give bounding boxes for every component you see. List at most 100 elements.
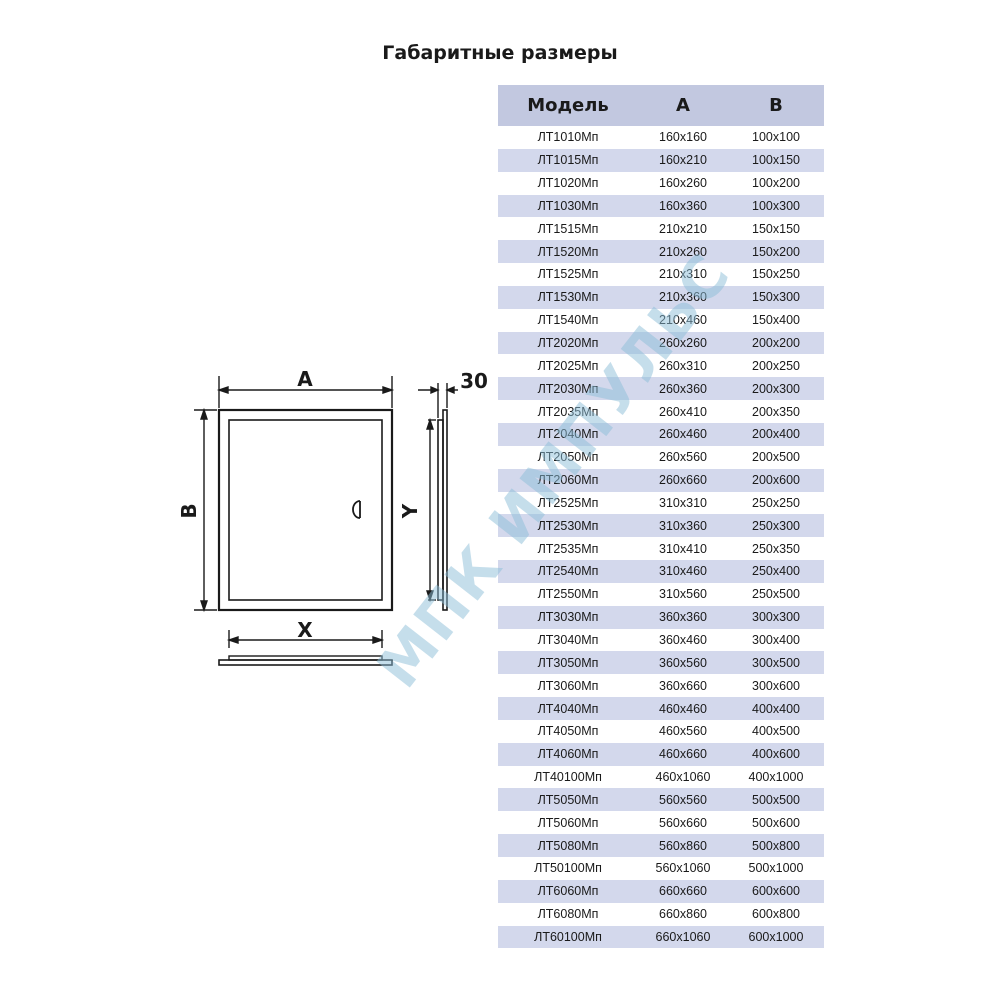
cell-b: 250x300 [752,518,800,533]
cell-a: 260x310 [659,358,707,373]
table-row: ЛТ2530Мп 310x360 250x300 [498,514,824,538]
cell-model: ЛТ4040Мп [537,701,599,716]
cell-model: ЛТ4050Мп [537,724,599,739]
cell-a: 310x560 [659,587,707,602]
cell-b: 500x500 [752,792,800,807]
cell-model: ЛТ2525Мп [537,495,599,510]
cell-model: ЛТ2035Мп [537,404,599,419]
dim-label-x: X [297,618,313,642]
cell-b: 500x1000 [748,861,804,876]
cell-a: 310x310 [659,495,707,510]
cell-model: ЛТ1540Мп [537,313,599,328]
cell-a: 360x460 [659,632,707,647]
cell-a: 210x360 [659,290,707,305]
cell-b: 200x250 [752,358,800,373]
cell-a: 260x410 [659,404,707,419]
cell-b: 100x200 [752,176,800,191]
cell-b: 400x600 [752,747,800,762]
dim-label-y: Y [398,503,422,519]
cell-b: 600x1000 [748,929,804,944]
cell-a: 360x360 [659,610,707,625]
cell-a: 260x660 [659,473,707,488]
cell-a: 310x360 [659,518,707,533]
cell-b: 250x400 [752,564,800,579]
cell-b: 250x500 [752,587,800,602]
cell-b: 200x600 [752,473,800,488]
cell-a: 210x460 [659,313,707,328]
cell-b: 250x250 [752,495,800,510]
cell-b: 150x150 [752,221,800,236]
cell-a: 210x310 [659,267,707,282]
cell-b: 250x350 [752,541,800,556]
cell-model: ЛТ5050Мп [537,792,599,807]
cell-b: 500x600 [752,815,800,830]
cell-model: ЛТ2025Мп [537,358,599,373]
cell-model: ЛТ2020Мп [537,336,599,351]
table-row: ЛТ2020Мп 260x260 200x200 [498,331,824,355]
dim-label-depth: 30 [460,369,488,393]
cell-b: 150x200 [752,244,800,259]
cell-b: 300x400 [752,632,800,647]
cell-model: ЛТ6080Мп [537,907,599,922]
cell-a: 560x1060 [655,861,711,876]
cell-model: ЛТ2060Мп [537,473,599,488]
cell-a: 560x860 [659,838,707,853]
table-row: ЛТ3040Мп 360x460 300x400 [498,629,824,652]
cell-a: 660x1060 [655,929,711,944]
cell-b: 500x800 [752,838,800,853]
cell-a: 160x160 [659,130,707,145]
cell-b: 300x300 [752,610,800,625]
cell-model: ЛТ1530Мп [537,290,599,305]
cell-model: ЛТ3050Мп [537,655,599,670]
cell-model: ЛТ1020Мп [537,176,599,191]
cell-model: ЛТ60100Мп [534,929,602,944]
cell-model: ЛТ1015Мп [537,153,599,168]
cell-a: 560x560 [659,792,707,807]
cell-a: 260x560 [659,450,707,465]
cell-a: 260x460 [659,427,707,442]
cell-b: 150x400 [752,313,800,328]
cell-model: ЛТ2530Мп [537,518,599,533]
cell-model: ЛТ3060Мп [537,678,599,693]
table-row: ЛТ50100Мп 560x1060 500x1000 [498,857,824,880]
cell-b: 600x600 [752,884,800,899]
cell-b: 300x500 [752,655,800,670]
table-row: ЛТ5050Мп 560x560 500x500 [498,788,824,812]
cell-model: ЛТ50100Мп [534,861,602,876]
cell-b: 150x300 [752,290,800,305]
cell-a: 560x660 [659,815,707,830]
cell-a: 260x260 [659,336,707,351]
outer-frame [217,408,394,612]
cell-a: 310x460 [659,564,707,579]
table-row: ЛТ1530Мп 210x360 150x300 [498,285,824,309]
inner-door [228,419,383,601]
cell-model: ЛТ1525Мп [537,267,599,282]
cell-b: 100x150 [752,153,800,168]
cell-model: ЛТ1520Мп [537,244,599,259]
cell-model: ЛТ4060Мп [537,747,599,762]
header-a: A [676,95,690,116]
cell-model: ЛТ40100Мп [534,770,602,785]
cell-b: 200x200 [752,336,800,351]
cell-b: 150x250 [752,267,800,282]
cell-model: ЛТ3040Мп [537,632,599,647]
cell-a: 460x460 [659,701,707,716]
dim-label-a: A [297,367,313,391]
dim-label-b: B [177,503,201,518]
cell-b: 200x400 [752,427,800,442]
